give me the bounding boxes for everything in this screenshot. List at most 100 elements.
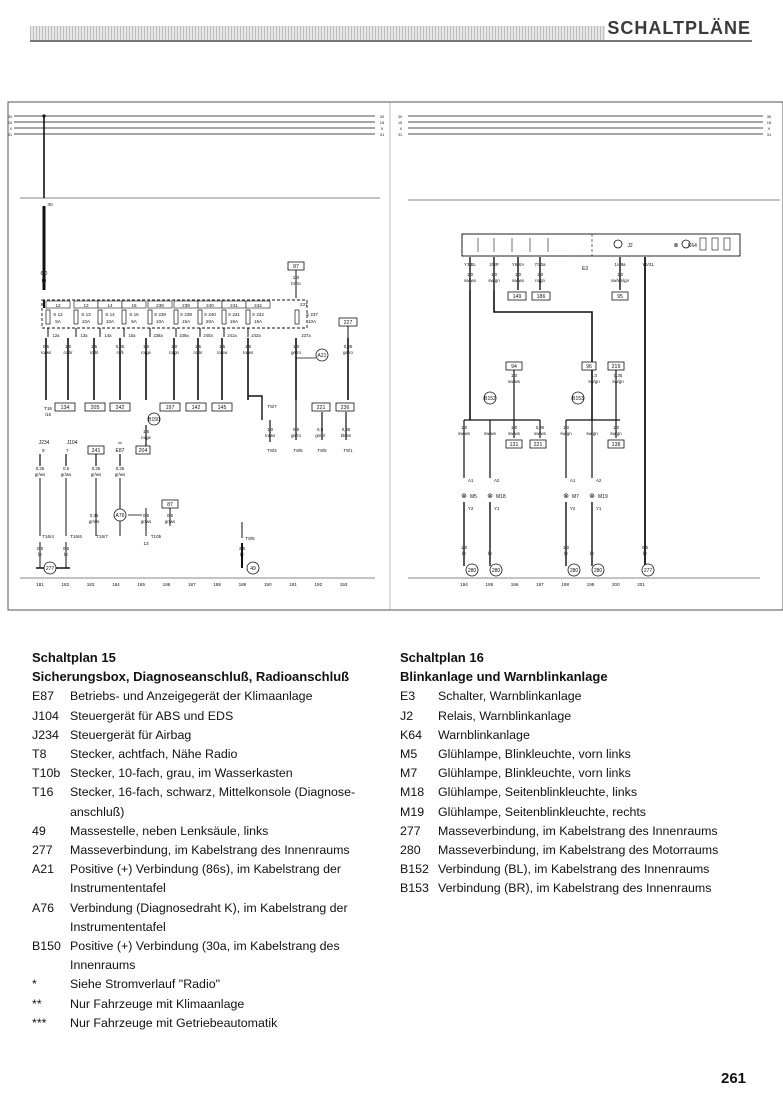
wire-color: gr/ws <box>35 472 46 477</box>
box-138 <box>607 439 625 449</box>
legend-code: 49 <box>32 823 46 838</box>
box-95 <box>611 291 629 301</box>
fuse-amp: 15A <box>230 319 239 324</box>
rail-label: 15 <box>767 120 772 125</box>
pin-label: A2 <box>494 478 500 483</box>
label-k64: K64 <box>688 243 697 249</box>
wire-color: sw/gn <box>586 431 598 436</box>
wire-size: 1,5 <box>91 344 98 349</box>
fuse-name: S 238 <box>154 312 166 317</box>
wire-color: ro/ws <box>41 350 52 355</box>
legend-desc: Steuergerät für ABS und EDS <box>70 708 234 723</box>
rail-label: 31 <box>8 133 12 137</box>
wire-size: 0,35 <box>536 425 545 430</box>
x-axis-label: 189 <box>239 582 247 587</box>
wire-size: 0,35 <box>36 466 45 471</box>
fuse-element <box>121 309 127 325</box>
pin-label: Y1 <box>494 506 500 511</box>
box-221 <box>529 439 547 449</box>
connector-b152 <box>483 391 497 405</box>
connector-a76-label: A76 <box>116 513 125 519</box>
wire-size: 1,0 <box>617 272 624 277</box>
ground-277-label: 277 <box>644 568 653 574</box>
wire-color: sw/gn <box>588 379 600 384</box>
legend-schaltplan-15: Schaltplan 15 Sicherungsbox, Diagnoseans… <box>32 648 372 1033</box>
fuse-tab-label: 12 <box>55 303 61 308</box>
wire-size: 0,5 <box>317 427 324 432</box>
wire-size: 0,35 <box>116 344 125 349</box>
wire-color: br <box>590 551 594 556</box>
legend-desc: Siehe Stromverlauf "Radio" <box>70 977 220 992</box>
box-142-label: 142 <box>192 405 201 411</box>
legend-code: 277 <box>32 843 53 858</box>
fuse-tab-label: 15 <box>131 303 137 308</box>
wire-size: 1,0 <box>591 373 598 378</box>
x-axis-label: 199 <box>587 582 595 587</box>
wire-size: 0,5 <box>63 466 70 471</box>
wire-color: ro/ge <box>141 350 152 355</box>
box-145 <box>211 402 233 412</box>
ground-277 <box>641 563 655 577</box>
legend-code: M19 <box>400 804 425 819</box>
wire-color: sw/gn <box>612 379 624 384</box>
legend-desc: Glühlampe, Blinkleuchte, vorn links <box>438 747 631 762</box>
box-95-label: 95 <box>617 294 623 300</box>
legend-desc: Masseverbindung, im Kabelstrang des Inne… <box>70 843 350 858</box>
box-236-label: 236 <box>341 405 350 411</box>
wire-color: br <box>240 552 244 557</box>
wire-size: 1,0 <box>515 272 522 277</box>
plug-label: T8/6 <box>293 448 303 453</box>
wire-size: 0,35 <box>344 344 353 349</box>
fuse-element <box>173 309 179 325</box>
wire-color: gr/ws <box>115 472 126 477</box>
wire-label: 30 <box>47 202 53 208</box>
wire-color: ro/li <box>116 350 123 355</box>
x-axis-label: 196 <box>511 582 519 587</box>
relay-j2 <box>613 239 623 249</box>
fuse-amp: 10A <box>106 319 115 324</box>
rail-label: 30 <box>380 114 385 119</box>
pin-label: Y5/31 <box>642 262 654 267</box>
wire-size: 1,0 <box>461 545 468 550</box>
box-219-label: 219 <box>612 364 621 370</box>
component-e3: E3 <box>582 266 588 272</box>
connector-a21 <box>315 348 329 362</box>
legend-code: M5 <box>400 747 418 762</box>
ground-280-label: 280 <box>468 568 477 574</box>
legend-desc: Glühlampe, Seitenblinkleuchte, rechts <box>438 804 647 819</box>
wire-color: sw/gn <box>560 431 572 436</box>
box-131 <box>505 439 523 449</box>
legend-desc: Relais, Warnblinkanlage <box>438 708 572 723</box>
fuse-amp: 5A <box>55 319 62 324</box>
wire-size: 1,0 <box>563 545 570 550</box>
rail-label: 15 <box>380 120 385 125</box>
legend-code: * <box>32 977 37 992</box>
wire-size: 0,35 <box>342 427 351 432</box>
legend-row: * Siehe Stromverlauf "Radio" <box>32 975 372 994</box>
fuse-out-label: 14a <box>105 333 113 338</box>
wire-color: ge/ro <box>291 350 302 355</box>
wire-color: sw/gn <box>610 431 622 436</box>
legend-row: M5 Glühlampe, Blinkleuchte, vorn links <box>400 745 760 764</box>
fuse-amp: 15A <box>254 319 263 324</box>
fuse-amp: 15A <box>182 319 191 324</box>
x-axis-label: 190 <box>264 582 272 587</box>
box-242 <box>109 402 131 412</box>
fuse-tab <box>45 300 71 309</box>
legend-desc: Betriebs- und Anzeigegerät der Klimaanla… <box>70 689 313 704</box>
wire-color: gr/ws <box>61 472 72 477</box>
wire-color: sw/ws <box>508 431 521 436</box>
switch-unit-e3 <box>461 233 741 257</box>
plug-label: T16/4 <box>42 534 54 539</box>
rail-label: X <box>381 126 384 131</box>
fuse-name: S 239 <box>180 312 192 317</box>
plug-label: T8/5 <box>317 448 327 453</box>
box-145-label: 145 <box>218 405 227 411</box>
wire-color: br <box>488 551 492 556</box>
